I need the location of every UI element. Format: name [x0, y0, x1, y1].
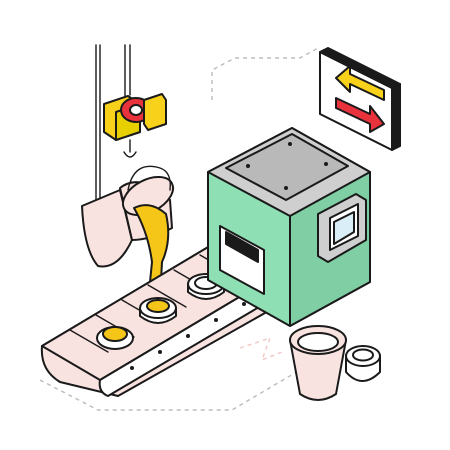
- swap-arrows-sign-icon: [319, 47, 401, 151]
- control-screen-icon: [317, 193, 367, 263]
- ring-filled-front: [96, 326, 134, 350]
- finished-ring-icon: [345, 345, 381, 382]
- right-arrow-red: [335, 97, 385, 133]
- dashed-guides: [39, 47, 320, 411]
- finished-cup-icon: [289, 325, 347, 401]
- left-arrow-yellow: [335, 65, 385, 101]
- crane-hook-icon: [103, 93, 167, 158]
- ring-under-stream: [139, 297, 177, 324]
- crane-ropes: [95, 44, 131, 223]
